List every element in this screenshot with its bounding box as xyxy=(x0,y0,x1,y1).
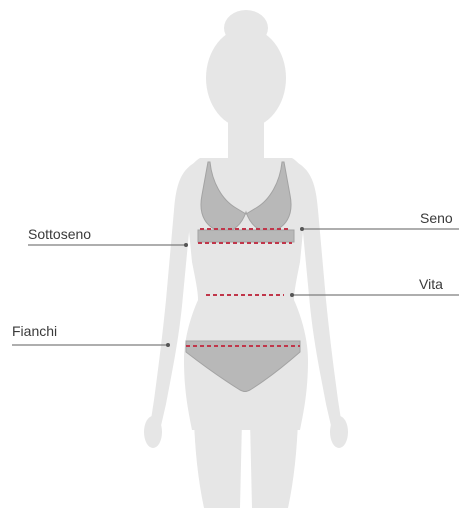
body-silhouette xyxy=(144,10,348,508)
sottoseno-dot xyxy=(184,243,188,247)
sottoseno-label: Sottoseno xyxy=(28,226,91,242)
seno-label: Seno xyxy=(420,210,453,226)
fianchi-label: Fianchi xyxy=(12,323,57,339)
seno-dot xyxy=(300,227,304,231)
vita-label: Vita xyxy=(419,276,443,292)
vita-dot xyxy=(290,293,294,297)
fianchi-dot xyxy=(166,343,170,347)
